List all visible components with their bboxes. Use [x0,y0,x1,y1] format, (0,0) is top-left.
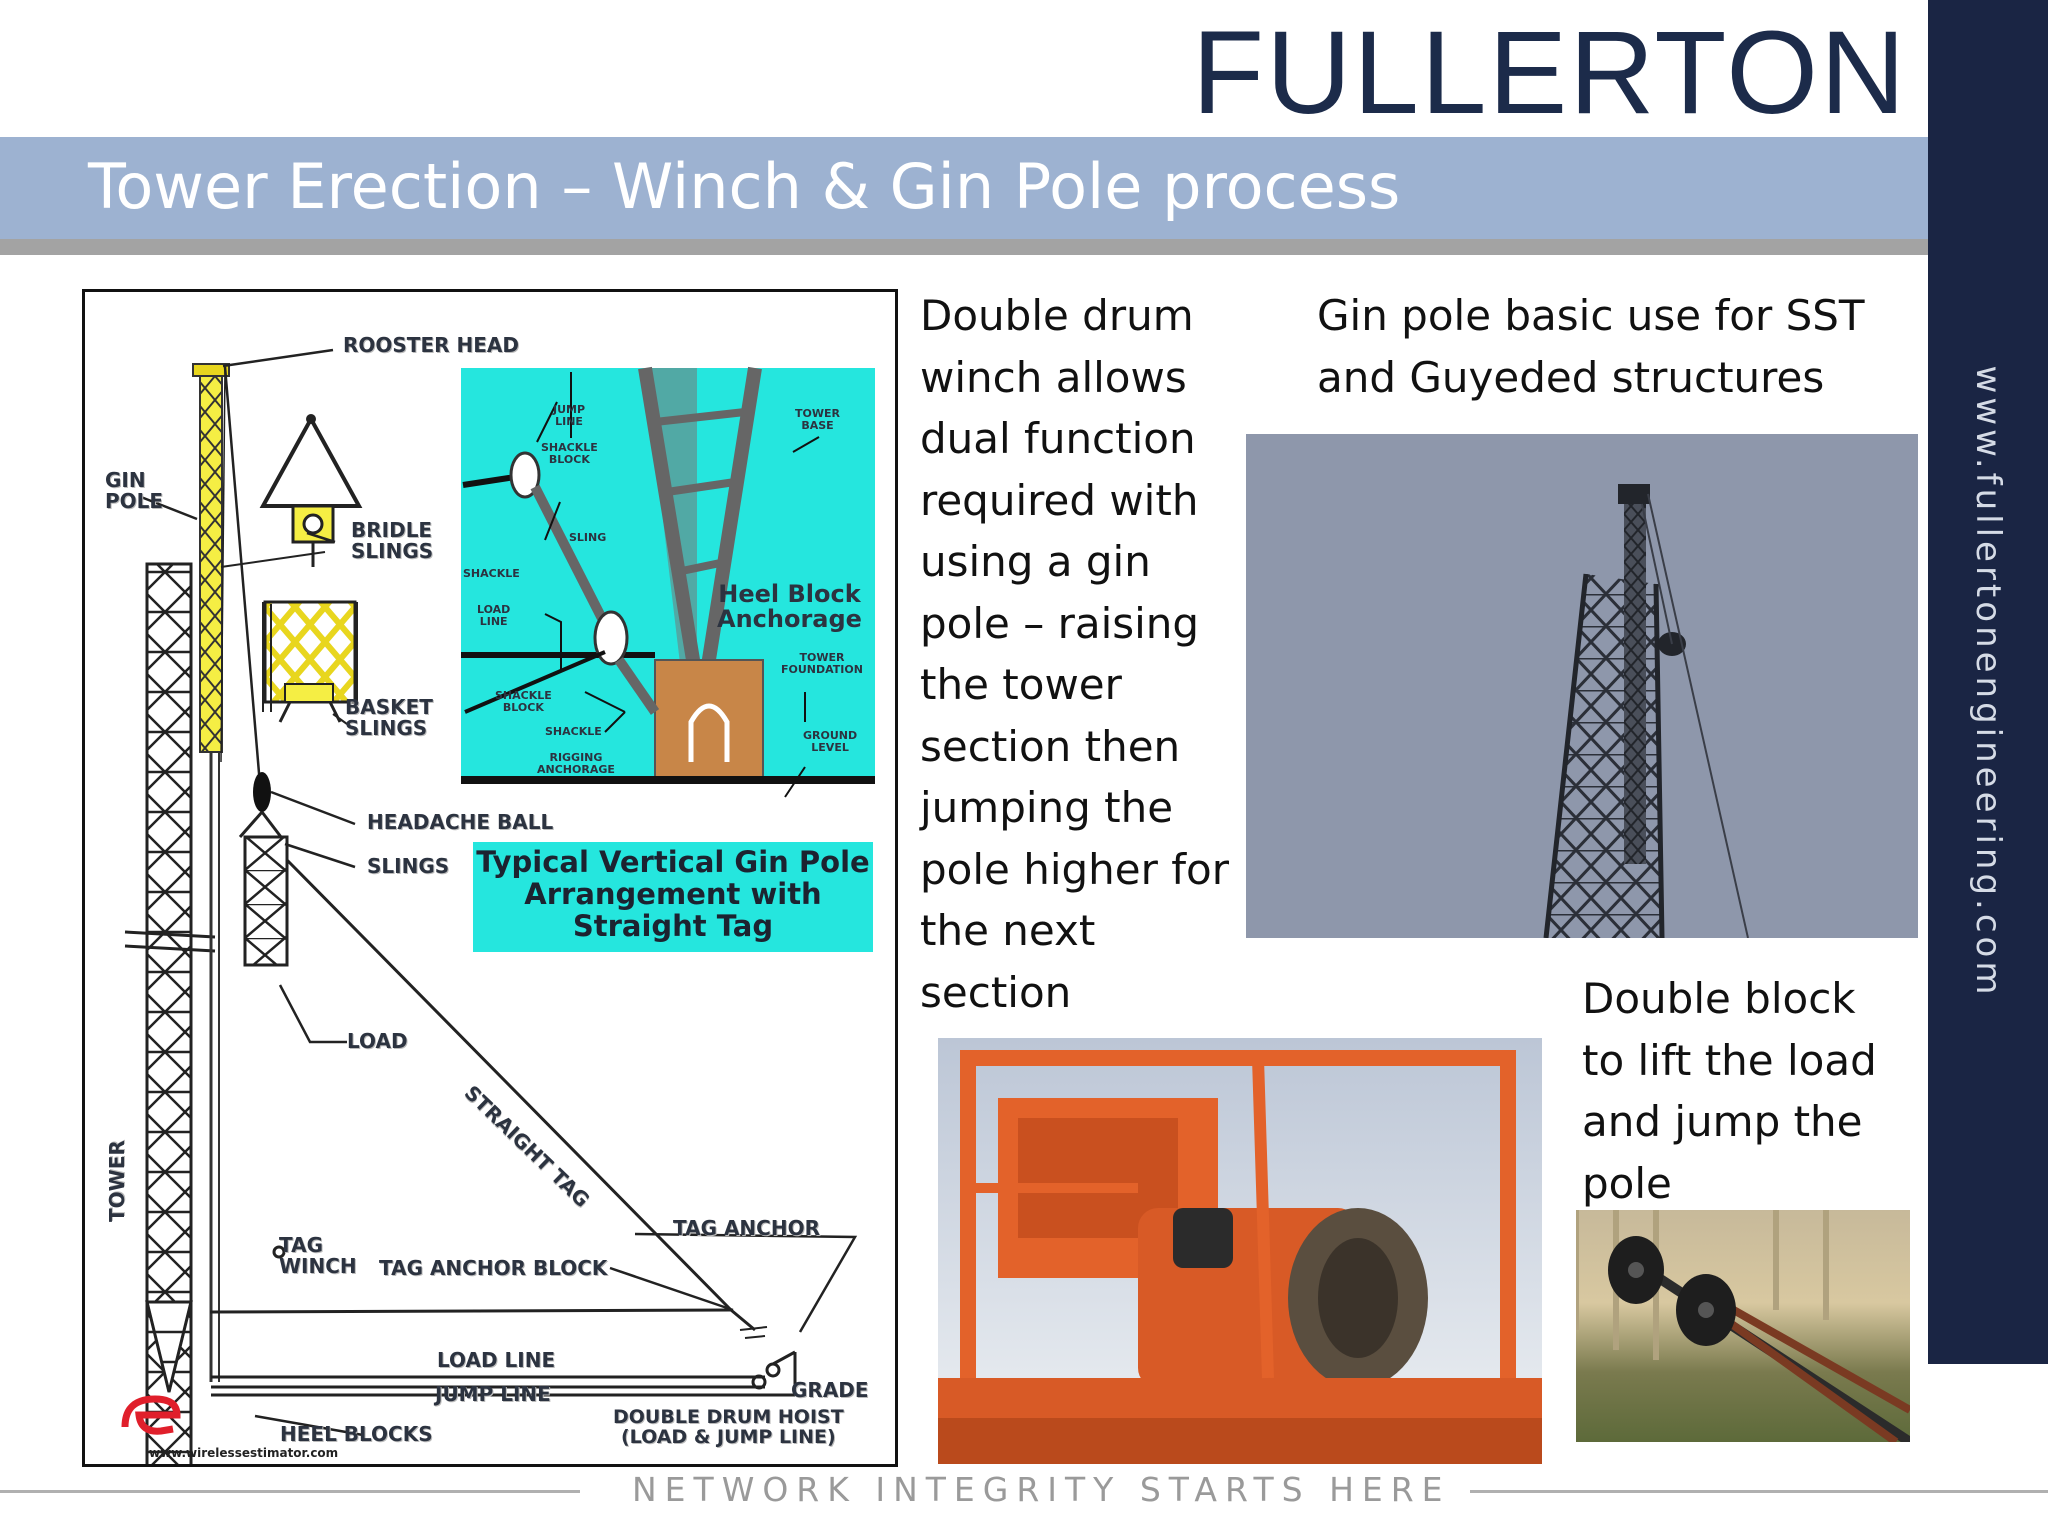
side-band [1928,0,2048,1364]
side-website-url: www.fullertonengineering.com [1968,365,2008,999]
title-bar-shadow [0,239,1928,255]
footer-rule-right [1470,1490,2048,1493]
inset-label-shackle-top: SHACKLE [463,567,520,580]
label-gin-pole: GIN POLE [105,468,164,513]
label-tag-anchor: TAG ANCHOR [673,1216,820,1240]
load-section [243,835,289,967]
gin-pole [199,371,223,753]
headache-ball [253,772,271,812]
inset-label-tower-foundation: TOWER FOUNDATION [781,651,863,676]
label-bridle-slings: BRIDLE SLINGS [351,518,434,563]
inset-label-shackle-block: SHACKLE BLOCK [495,689,552,714]
diagram-caption-box [473,842,873,952]
gin-pole-diagram: ROOSTER HEAD GIN POLE BRIDLE SLINGS BASK… [82,289,898,1467]
company-logo: FULLERTON [1192,7,1908,139]
gin-pole-description: Gin pole basic use for SST and Guyeded s… [1317,291,1865,402]
diagram-drawing [121,348,875,1464]
label-tower: TOWER [105,1140,129,1222]
inset-label-rigging-anchorage: RIGGING ANCHORAGE [537,751,615,776]
label-load-line: LOAD LINE [437,1348,556,1372]
inset-label-jump-line: JUMP LINE [553,403,586,428]
inset-label-tower-base: TOWER BASE [795,407,840,432]
label-grade: GRADE [791,1378,869,1402]
double-drum-winch-photo [938,1038,1542,1464]
label-rooster-head: ROOSTER HEAD [343,333,519,357]
label-tag-anchor-block: TAG ANCHOR BLOCK [379,1256,608,1280]
label-slings: SLINGS [367,854,450,878]
label-jump-line: JUMP LINE [435,1382,551,1406]
inset-label-shackle-block-top: SHACKLE BLOCK [541,441,598,466]
label-headache-ball: HEADACHE BALL [367,810,554,834]
diagram-credit-url: www.wirelessestimator.com [149,1446,339,1460]
inset-label-ground-level: GROUND LEVEL [803,729,858,754]
label-heel-blocks: HEEL BLOCKS [280,1422,433,1446]
winch-description: Double drum winch allows dual function r… [920,291,1229,1017]
inset-label-sling: SLING [569,531,607,544]
footer-rule-left [0,1490,580,1493]
heel-block-inset [461,366,875,798]
double-block-photo [1576,1210,1910,1442]
inset-label-heel-block-anchorage: Heel Block Anchorage [717,580,862,634]
footer-tagline: NETWORK INTEGRITY STARTS HERE [632,1470,1451,1509]
diagram-caption: Typical Vertical Gin Pole Arrangement wi… [476,845,870,943]
label-tag-winch: TAG WINCH [279,1233,357,1278]
label-load: LOAD [347,1029,408,1053]
inset-label-shackle: SHACKLE [545,725,602,738]
title-bar [0,137,1928,239]
slide-title: Tower Erection – Winch & Gin Pole proces… [88,150,1401,223]
inset-label-load-line: LOAD LINE [477,603,511,628]
wireless-estimator-logo-icon [121,1395,181,1435]
label-basket-slings: BASKET SLINGS [345,695,433,740]
double-block-description: Double block to lift the load and jump t… [1582,974,1877,1208]
gin-pole-tower-photo [1246,434,1918,938]
label-double-drum-hoist: DOUBLE DRUM HOIST (LOAD & JUMP LINE) [613,1406,844,1448]
